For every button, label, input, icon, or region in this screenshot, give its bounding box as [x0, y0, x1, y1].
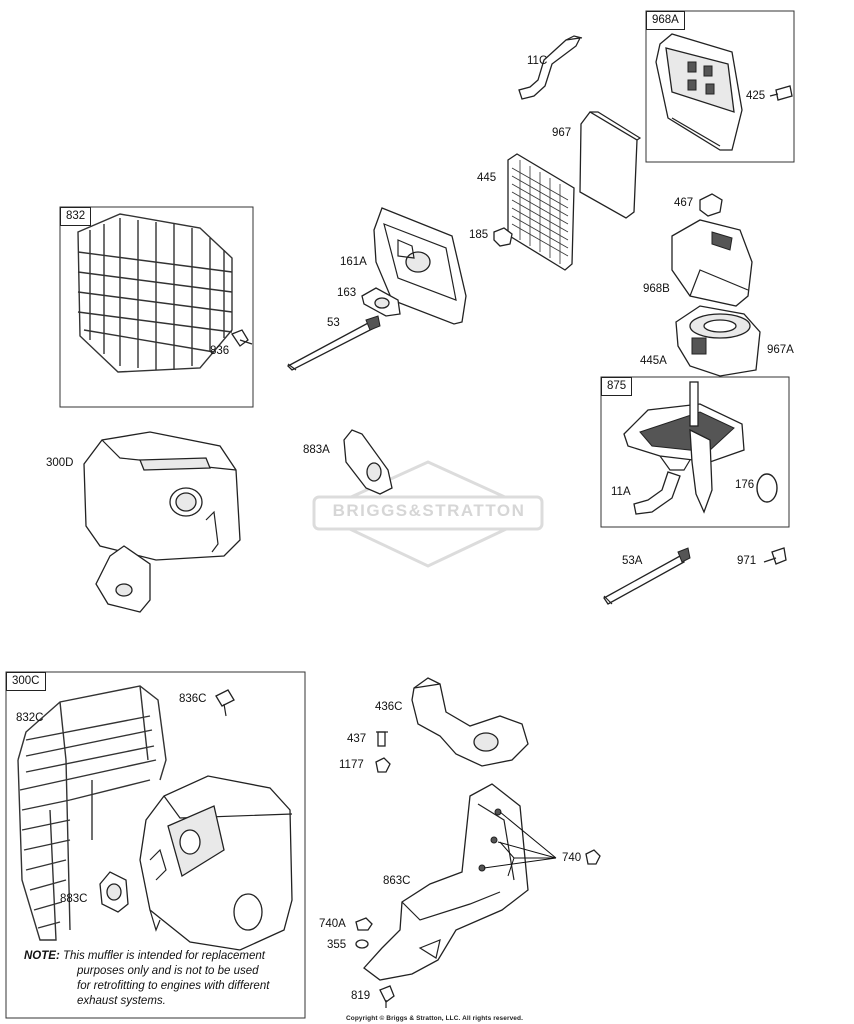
- part-label-11C: 11C: [527, 55, 548, 67]
- part-label-836C: 836C: [179, 693, 207, 705]
- watermark-badge: [312, 460, 544, 568]
- watermark-text: BRIGGS&STRATTON: [332, 501, 526, 520]
- box-label-968A: 968A: [646, 11, 685, 30]
- part-label-832C: 832C: [16, 712, 44, 724]
- part-label-163: 163: [337, 287, 357, 299]
- part-label-883A: 883A: [303, 444, 330, 456]
- stud-53A-drawing: [603, 547, 691, 605]
- hose-11A-drawing: [633, 471, 681, 515]
- part-label-11A: 11A: [611, 486, 631, 498]
- filter-445A-drawing: [675, 305, 761, 377]
- cover-968A-drawing: [655, 33, 793, 151]
- gasket-883A-drawing: [343, 429, 393, 495]
- note-line-4: exhaust systems.: [77, 995, 166, 1007]
- screw-437-drawing: [376, 731, 388, 747]
- muffler-300C-drawing: [139, 775, 293, 951]
- guard-832-drawing: [77, 213, 233, 373]
- part-label-967: 967: [552, 127, 572, 139]
- gasket-883C-drawing: [99, 871, 129, 913]
- part-label-863C: 863C: [383, 875, 411, 887]
- elbow-436C-drawing: [411, 677, 529, 767]
- part-label-971: 971: [737, 555, 757, 567]
- filter-445-drawing: [507, 153, 575, 271]
- washer-355-drawing: [355, 939, 369, 949]
- part-label-968B: 968B: [643, 283, 670, 295]
- screw-836C-drawing: [215, 689, 235, 717]
- part-label-53A: 53A: [622, 555, 643, 567]
- guard-832C-drawing: [17, 685, 167, 941]
- bracket-863C-drawing: [363, 783, 557, 981]
- part-label-185: 185: [469, 229, 489, 241]
- nut-740-drawing: [585, 849, 601, 865]
- part-label-740: 740: [562, 852, 582, 864]
- part-label-437: 437: [347, 733, 367, 745]
- part-label-176: 176: [735, 479, 755, 491]
- retrofit-note: NOTE: This muffler is intended for repla…: [24, 949, 286, 1009]
- muffler-300D-drawing: [83, 431, 241, 613]
- nut-740A-drawing: [355, 917, 373, 931]
- base-875-drawing: [623, 381, 745, 514]
- plate-161A-drawing: [373, 207, 467, 325]
- copyright-text: Copyright © Briggs & Stratton, LLC. All …: [346, 1015, 523, 1022]
- stud-53-drawing: [286, 315, 381, 371]
- nut-185-drawing: [493, 227, 513, 247]
- part-label-53: 53: [327, 317, 340, 329]
- hose-11C-drawing: [518, 35, 583, 100]
- box-label-875: 875: [601, 377, 633, 396]
- note-label: NOTE:: [24, 950, 60, 962]
- part-label-819: 819: [351, 990, 371, 1002]
- screw-836-drawing: [231, 329, 253, 347]
- part-label-445A: 445A: [640, 355, 667, 367]
- gasket-163-drawing: [361, 287, 401, 317]
- part-label-967A: 967A: [767, 344, 794, 356]
- part-label-425: 425: [746, 90, 766, 102]
- cover-968B-drawing: [671, 219, 753, 307]
- note-line-3: for retrofitting to engines with differe…: [77, 980, 270, 992]
- note-line-1: This muffler is intended for replacement: [62, 950, 265, 962]
- part-label-836: 836: [210, 345, 230, 357]
- prefilter-967-drawing: [579, 111, 642, 219]
- box-label-832: 832: [60, 207, 92, 226]
- knob-467-drawing: [699, 193, 723, 217]
- part-label-467: 467: [674, 197, 694, 209]
- part-label-1177: 1177: [339, 759, 364, 771]
- bolt-819-drawing: [379, 985, 395, 1008]
- screw-971-drawing: [763, 547, 787, 565]
- part-label-436C: 436C: [375, 701, 403, 713]
- nut-1177-drawing: [375, 757, 391, 773]
- box-label-300C: 300C: [6, 672, 46, 691]
- part-label-300D: 300D: [46, 457, 74, 469]
- part-label-161A: 161A: [340, 256, 367, 268]
- part-label-740A: 740A: [319, 918, 346, 930]
- part-label-883C: 883C: [60, 893, 88, 905]
- note-line-2: purposes only and is not to be used: [77, 965, 259, 977]
- oring-176-drawing: [756, 473, 778, 503]
- part-label-445: 445: [477, 172, 497, 184]
- part-label-355: 355: [327, 939, 347, 951]
